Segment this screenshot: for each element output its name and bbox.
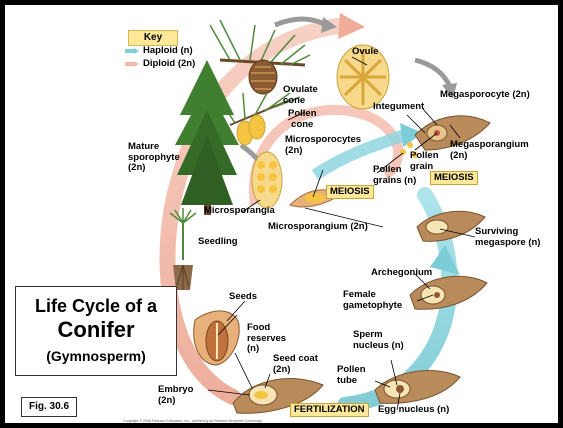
label-pollen-grains: Pollen grains (n) [373, 165, 416, 186]
diagram-panel: Key Haploid (n) Diploid (2n) MEIOSIS MEI… [5, 5, 558, 423]
label-food-reserves: Food reserves (n) [247, 323, 286, 355]
key-diploid: Diploid (2n) [143, 58, 195, 69]
label-microsporocytes: Microsporocytes (2n) [285, 135, 361, 156]
label-seeds: Seeds [229, 292, 257, 303]
winged-seeds [194, 311, 239, 365]
label-integument: Integument [373, 102, 424, 113]
meiosis-tag-left: MEIOSIS [326, 185, 374, 199]
label-seedling: Seedling [198, 237, 238, 248]
label-embryo: Embryo (2n) [158, 385, 193, 406]
label-surviving-megaspore: Surviving megaspore (n) [475, 227, 540, 248]
pollen-cone-section [252, 152, 282, 208]
label-pollen-cone: Pollen cone [288, 109, 317, 130]
title-box: Life Cycle of a Conifer (Gymnosperm) [15, 286, 177, 376]
key-title: Key [128, 30, 178, 46]
label-seed-coat: Seed coat (2n) [273, 354, 318, 375]
label-ovulate-cone: Ovulate cone [283, 85, 318, 106]
label-megasporangium: Megasporangium (2n) [450, 140, 529, 161]
key-haploid: Haploid (n) [143, 45, 193, 56]
gray-arrow-top [275, 19, 327, 25]
diploid-arrowhead [338, 13, 365, 39]
label-megasporocyte: Megasporocyte (2n) [440, 90, 530, 101]
figure-label: Fig. 30.6 [21, 397, 77, 417]
female-gametophyte-scale [410, 276, 487, 309]
label-ovule: Ovule [352, 47, 378, 58]
label-sperm-nucleus: Sperm nucleus (n) [353, 330, 404, 351]
label-pollen-tube: Pollen tube [337, 365, 366, 386]
haploid-key-swatch [125, 48, 139, 54]
gray-arrow-ovule [415, 60, 450, 87]
title-line-1: Life Cycle of a [16, 295, 176, 317]
fertilization-scale [375, 371, 460, 404]
fertilization-tag: FERTILIZATION [290, 403, 369, 417]
label-archegonium: Archegonium [371, 268, 432, 279]
label-microsporangium: Microsporangium (2n) [268, 222, 368, 233]
title-line-3: (Gymnosperm) [16, 347, 176, 365]
copyright-notice: Copyright © 2008 Pearson Education, Inc.… [123, 419, 263, 423]
label-mature-sporophyte: Mature sporophyte (2n) [128, 142, 180, 174]
meiosis-tag-right: MEIOSIS [430, 171, 478, 185]
label-egg-nucleus: Egg nucleus (n) [378, 405, 449, 416]
title-line-2: Conifer [16, 317, 176, 343]
diploid-key-swatch [125, 61, 139, 67]
label-female-gametophyte: Female gametophyte [343, 290, 402, 311]
label-microsporangia: Microsporangia [204, 206, 275, 217]
